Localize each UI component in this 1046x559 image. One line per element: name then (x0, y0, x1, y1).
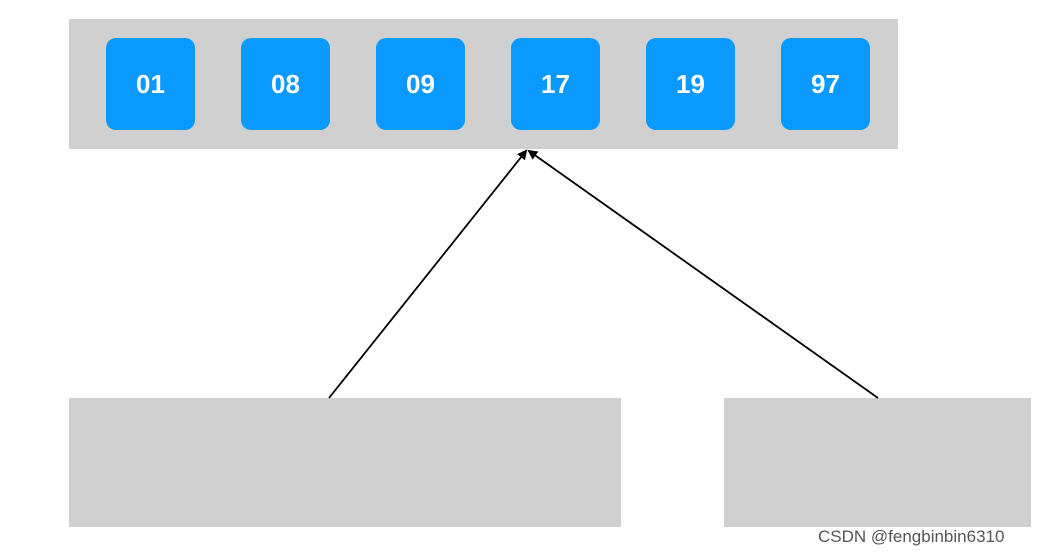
key-cell: 17 (511, 38, 600, 130)
child-node-right (724, 398, 1031, 527)
arrow-right-to-17 (527, 149, 879, 399)
key-cell: 08 (241, 38, 330, 130)
parent-node: 01 08 09 17 19 97 (69, 19, 898, 149)
watermark-text: CSDN @fengbinbin6310 (818, 527, 1005, 546)
key-cell: 01 (106, 38, 195, 130)
arrow-left-to-17 (328, 149, 528, 399)
key-cell: 09 (376, 38, 465, 130)
key-cell: 97 (781, 38, 870, 130)
child-node-left (69, 398, 621, 527)
key-cell: 19 (646, 38, 735, 130)
